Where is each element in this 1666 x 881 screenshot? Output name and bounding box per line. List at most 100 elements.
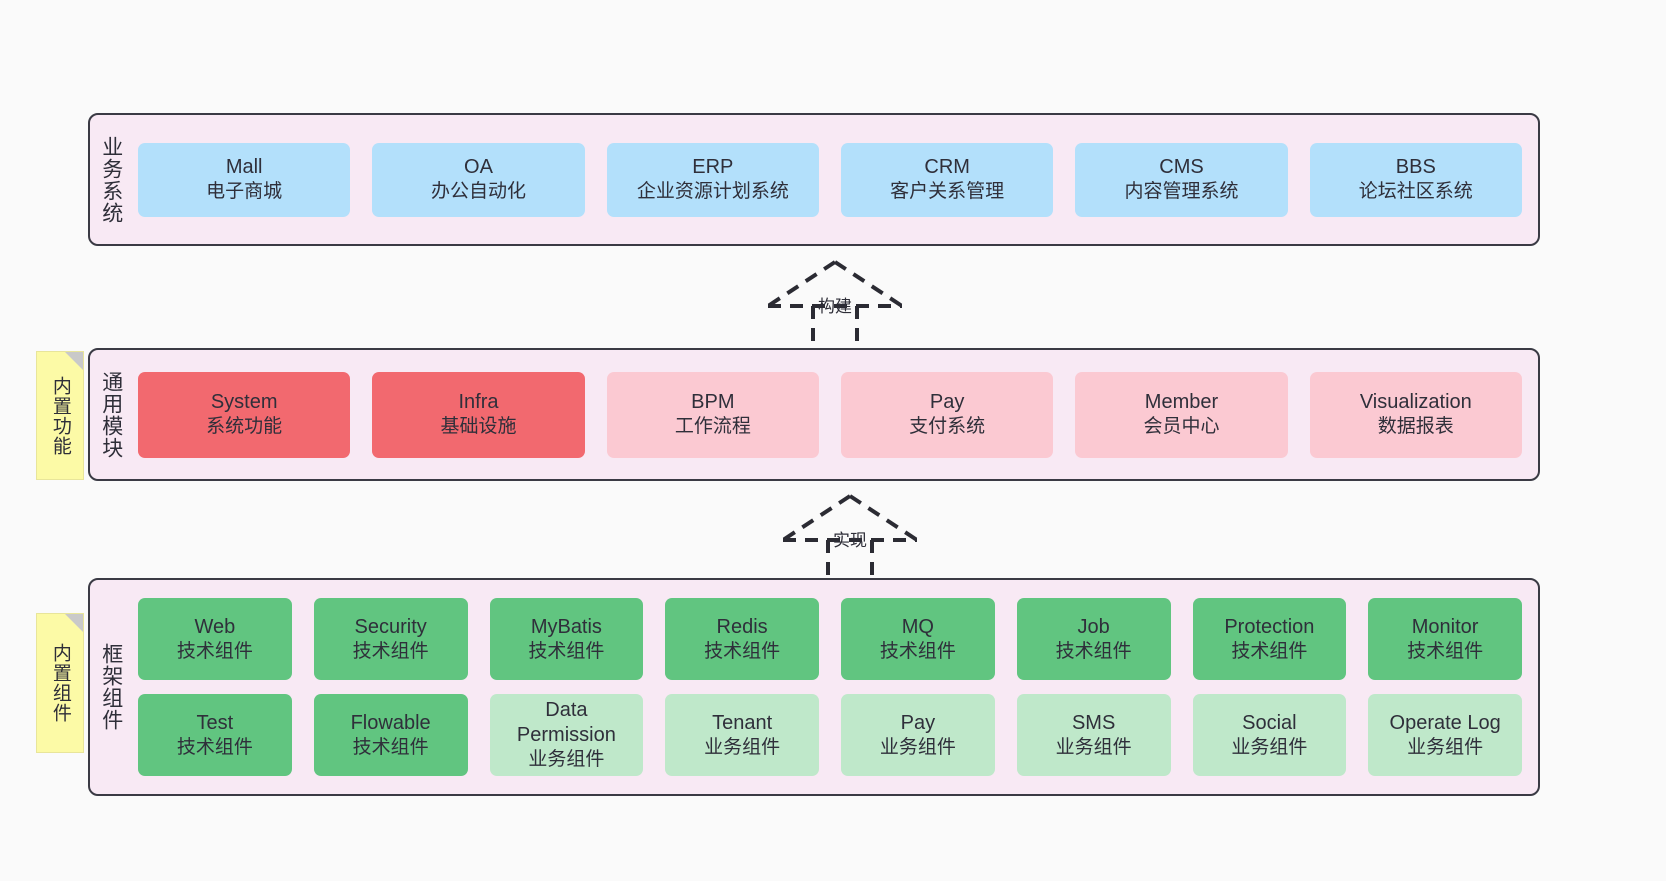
connector-label: 构建 — [818, 297, 852, 316]
card-social[interactable]: Social 业务组件 — [1192, 694, 1347, 776]
card-title: OA — [464, 156, 493, 179]
card-title: BBS — [1395, 156, 1436, 179]
card-subtitle: 技术组件 — [352, 640, 429, 662]
card-cms[interactable]: CMS 内容管理系统 — [1075, 142, 1288, 217]
layer-title-frame: 框架组件 — [99, 643, 123, 731]
card-subtitle: 会员中心 — [1143, 416, 1220, 438]
card-subtitle: 工作流程 — [674, 416, 751, 438]
card-erp[interactable]: ERP 企业资源计划系统 — [606, 142, 819, 217]
card-row: Mall 电子商城 OA 办公自动化 ERP 企业资源计划系统 CRM 客户关系… — [138, 142, 1522, 217]
card-bbs[interactable]: BBS 论坛社区系统 — [1309, 142, 1522, 217]
card-title: BPM — [691, 391, 735, 414]
connector-build: 构建 — [760, 258, 910, 354]
card-title: Tenant — [712, 711, 773, 734]
card-system[interactable]: System 系统功能 — [138, 371, 351, 458]
card-title: Pay — [929, 391, 965, 414]
card-visualization[interactable]: Visualization 数据报表 — [1309, 371, 1522, 458]
card-subtitle: 客户关系管理 — [890, 181, 1005, 203]
card-title: CMS — [1159, 156, 1204, 179]
card-title: ERP — [692, 156, 734, 179]
card-title: Infra — [458, 391, 499, 414]
card-subtitle: 技术组件 — [1231, 640, 1308, 662]
card-row-tech: Web 技术组件 Security 技术组件 MyBatis 技术组件 Redi… — [138, 598, 1522, 680]
card-subtitle: 企业资源计划系统 — [636, 181, 789, 203]
card-title: Visualization — [1359, 391, 1472, 414]
card-test[interactable]: Test 技术组件 — [138, 694, 292, 776]
layer-title-module: 通用模块 — [99, 370, 123, 459]
card-redis[interactable]: Redis 技术组件 — [665, 598, 819, 680]
card-title: MyBatis — [530, 615, 602, 638]
card-protection[interactable]: Protection 技术组件 — [1192, 598, 1347, 680]
note-label: 内置组件 — [49, 643, 71, 723]
card-subtitle: 电子商城 — [206, 181, 283, 203]
card-title: Protection — [1224, 615, 1315, 638]
card-subtitle: 技术组件 — [1407, 640, 1484, 662]
card-flowable[interactable]: Flowable 技术组件 — [313, 694, 468, 776]
card-title: Redis — [716, 615, 768, 638]
card-title: Social — [1242, 711, 1297, 734]
card-subtitle: 基础设施 — [440, 416, 517, 438]
card-subtitle: 系统功能 — [206, 416, 283, 438]
card-operate-log[interactable]: Operate Log 业务组件 — [1368, 694, 1522, 776]
card-crm[interactable]: CRM 客户关系管理 — [840, 142, 1054, 217]
card-subtitle: 办公自动化 — [430, 181, 526, 203]
card-sms[interactable]: SMS 业务组件 — [1016, 694, 1171, 776]
card-title: Member — [1144, 391, 1219, 414]
card-title: System — [210, 391, 278, 414]
card-title: Mall — [225, 156, 263, 179]
card-security[interactable]: Security 技术组件 — [313, 598, 468, 680]
card-data-permission[interactable]: Data Permission 业务组件 — [489, 694, 644, 776]
card-job[interactable]: Job 技术组件 — [1016, 598, 1171, 680]
card-web[interactable]: Web 技术组件 — [138, 598, 292, 680]
card-subtitle: 业务组件 — [1055, 736, 1132, 758]
card-subtitle: 业务组件 — [528, 749, 605, 771]
card-title: Operate Log — [1389, 711, 1501, 734]
layer-title-business: 业务系统 — [99, 135, 123, 224]
card-title: MQ — [901, 615, 934, 638]
card-title: Web — [194, 615, 236, 638]
card-title: Flowable — [350, 711, 431, 734]
card-title: Monitor — [1411, 615, 1479, 638]
layer-body-module: System 系统功能 Infra 基础设施 BPM 工作流程 Pay 支付系统… — [132, 350, 1538, 479]
card-subtitle: 技术组件 — [704, 640, 781, 662]
card-title: Test — [196, 711, 234, 734]
card-subtitle: 技术组件 — [176, 736, 253, 758]
connector-implement: 实现 — [775, 492, 925, 588]
card-title: Job — [1077, 615, 1110, 638]
card-oa[interactable]: OA 办公自动化 — [372, 142, 585, 217]
card-subtitle: 业务组件 — [1407, 736, 1484, 758]
layer-body-frame: Web 技术组件 Security 技术组件 MyBatis 技术组件 Redi… — [132, 580, 1538, 794]
card-title: CRM — [924, 156, 970, 179]
card-subtitle: 业务组件 — [704, 736, 781, 758]
card-pay-biz[interactable]: Pay 业务组件 — [841, 694, 995, 776]
layer-business-system: 业务系统 Mall 电子商城 OA 办公自动化 ERP 企业资源计划系统 CRM… — [88, 113, 1540, 246]
card-subtitle: 技术组件 — [1055, 640, 1132, 662]
card-title: Data Permission — [516, 699, 616, 747]
generalization-arrow-icon — [781, 494, 919, 588]
card-subtitle: 业务组件 — [879, 736, 956, 758]
connector-label: 实现 — [833, 531, 867, 550]
card-subtitle: 业务组件 — [1231, 736, 1308, 758]
card-member[interactable]: Member 会员中心 — [1075, 371, 1288, 458]
card-subtitle: 技术组件 — [528, 640, 605, 662]
layer-framework-component: 框架组件 Web 技术组件 Security 技术组件 MyBatis 技术组件… — [88, 578, 1540, 796]
card-infra[interactable]: Infra 基础设施 — [372, 371, 585, 458]
card-monitor[interactable]: Monitor 技术组件 — [1368, 598, 1522, 680]
card-mq[interactable]: MQ 技术组件 — [841, 598, 995, 680]
card-row-biz: Test 技术组件 Flowable 技术组件 Data Permission … — [138, 694, 1522, 776]
card-tenant[interactable]: Tenant 业务组件 — [665, 694, 819, 776]
layer-common-module: 通用模块 System 系统功能 Infra 基础设施 BPM 工作流程 Pay… — [88, 348, 1540, 481]
card-row: System 系统功能 Infra 基础设施 BPM 工作流程 Pay 支付系统… — [138, 371, 1522, 458]
card-subtitle: 技术组件 — [352, 736, 429, 758]
card-title: Pay — [900, 711, 936, 734]
card-mybatis[interactable]: MyBatis 技术组件 — [489, 598, 644, 680]
card-subtitle: 数据报表 — [1377, 416, 1454, 438]
note-fold-corner-icon — [65, 352, 83, 370]
card-pay[interactable]: Pay 支付系统 — [840, 371, 1054, 458]
card-mall[interactable]: Mall 电子商城 — [138, 142, 351, 217]
note-builtin-feature: 内置功能 — [36, 351, 84, 480]
card-subtitle: 技术组件 — [879, 640, 956, 662]
card-title: SMS — [1071, 711, 1116, 734]
card-bpm[interactable]: BPM 工作流程 — [606, 371, 819, 458]
